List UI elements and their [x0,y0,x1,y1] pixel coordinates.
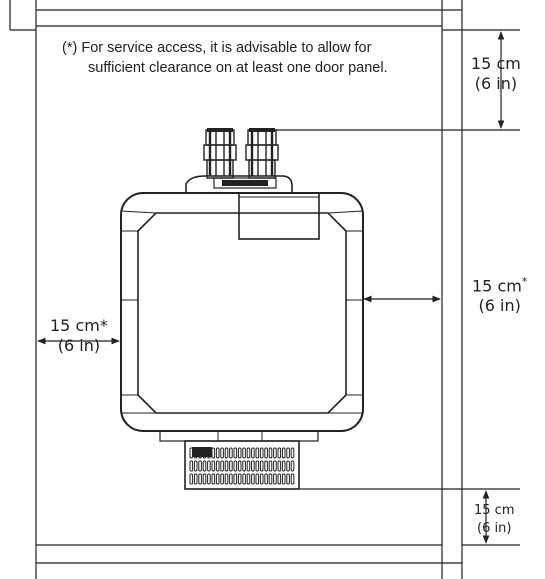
strainer-slot [273,473,277,485]
strainer-basket [184,440,300,490]
note-line-2: sufficient clearance on at least one doo… [88,60,388,76]
right-water-connector [245,128,279,179]
strainer-slot [193,473,198,485]
strainer-slot [193,460,198,472]
strainer-slot [277,447,282,459]
strainer-slot [246,447,251,459]
strainer-slot [246,473,251,485]
strainer-slot [264,460,268,472]
unit-front-panel [137,212,347,414]
control-box [238,192,320,240]
note-marker: (*) [62,40,78,56]
manifold-bracket-fill [222,180,268,186]
unit-drawing [120,128,364,490]
strainer-slot [255,447,260,459]
strainer-slot [224,447,229,459]
strainer-slot [268,473,273,485]
strainer-slot [229,460,233,472]
chamfer-tr [327,210,364,214]
strainer-slot [189,473,194,485]
strainer-slot [255,473,260,485]
strainer-dark-patch [192,447,212,457]
manifold-bracket [213,177,277,189]
dimension-lines [37,29,520,546]
strainer-slot [286,460,290,472]
strainer-slot [273,460,277,472]
strainer-slot [255,460,260,472]
strainer-slot [202,460,207,472]
strainer-slot [290,473,295,485]
strainer-slot [259,447,264,459]
strainer-slot [229,473,233,485]
strainer-slot [246,460,251,472]
strainer-slot [264,473,268,485]
strainer-slot [277,473,282,485]
strainer-slot [198,473,202,485]
strainer-slot [233,460,238,472]
top-clearance-label: 15 cm (6 in) [471,54,521,93]
strainer-slot [215,473,220,485]
strainer-slot [237,447,242,459]
service-access-note: (*) For service access, it is advisable … [62,38,432,78]
left-water-connector [203,128,237,179]
strainer-slot [281,447,286,459]
strainer-slot [207,473,211,485]
strainer-slot [211,447,216,459]
top-manifold [185,175,293,193]
strainer-slot [251,460,255,472]
strainer-slot [229,447,233,459]
bottom-neck [159,430,319,442]
cabinet-walls [9,0,463,579]
strainer-slot [237,460,242,472]
chamfer-tl [120,210,157,214]
strainer-slot [242,473,246,485]
strainer-slot [215,460,220,472]
strainer-slot [281,460,286,472]
strainer-slot [268,460,273,472]
strainer-slot [251,473,255,485]
strainer-slots [189,447,295,485]
strainer-slot [233,447,238,459]
strainer-slot [277,460,282,472]
unit-outer-body [120,192,364,432]
strainer-slot [264,447,268,459]
strainer-slot [220,447,224,459]
strainer-slot [237,473,242,485]
strainer-slot [198,460,202,472]
strainer-slot [290,460,295,472]
strainer-slot [211,473,216,485]
strainer-slot [259,460,264,472]
strainer-slot [224,473,229,485]
bottom-clearance-label: 15 cm (6 in) [474,503,515,536]
strainer-slot [207,460,211,472]
strainer-slot [215,447,220,459]
strainer-slot [273,447,277,459]
strainer-slot [268,447,273,459]
strainer-slot [189,460,194,472]
right-clearance-label: 15 cm* (6 in) [472,275,528,316]
strainer-slot [202,473,207,485]
strainer-slot [286,447,290,459]
strainer-slot [286,473,290,485]
strainer-slot [290,447,295,459]
strainer-slot [220,473,224,485]
strainer-slot [233,473,238,485]
strainer-slot [211,460,216,472]
strainer-slot [242,447,246,459]
strainer-slot [281,473,286,485]
strainer-slot [251,447,255,459]
strainer-slot [220,460,224,472]
strainer-slot [224,460,229,472]
left-clearance-label: 15 cm* (6 in) [50,316,108,355]
strainer-slot [259,473,264,485]
strainer-slot [242,460,246,472]
note-line-1: (*) For service access, it is advisable … [62,40,372,56]
